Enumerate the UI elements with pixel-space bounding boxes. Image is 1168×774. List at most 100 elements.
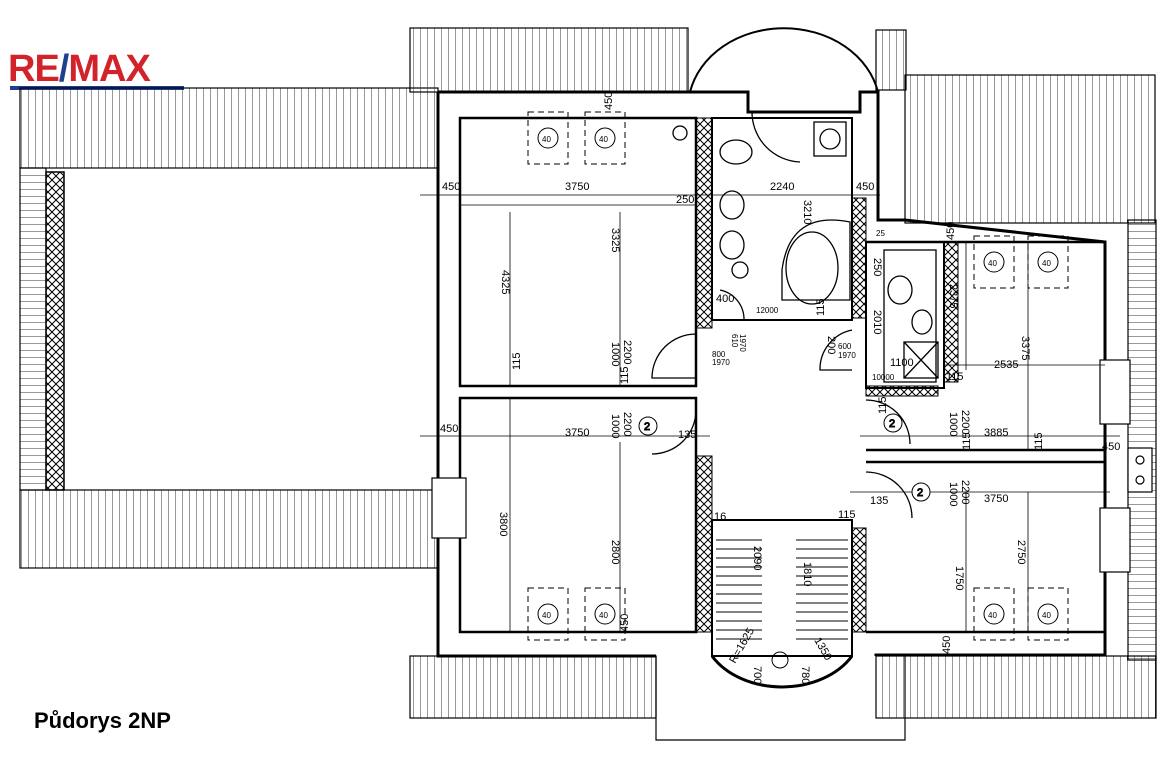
light-circle [594,127,616,149]
dim-right-bottom-height2: 2750 [1015,540,1027,564]
logo-re: RE [8,48,60,90]
dim-right-bottom-door-2200: 2200 [959,480,971,504]
door-marker-label: 2 [644,421,650,433]
dim-right-top-height: 3375 [1019,336,1031,360]
light-label: 40 [542,135,551,144]
dim-door-1970b: 1970 [838,351,856,360]
dim-wc-1100: 1100 [890,357,914,369]
dim-right-door-1000: 1000 [947,412,959,436]
windows [431,359,1153,573]
logo-slash: / [58,48,70,90]
dim-stair-1350: 1350 [811,636,834,663]
light-circle [983,603,1005,625]
dim-top-left-wall: 450 [442,181,460,193]
light-frame [973,235,1015,289]
dim-stair-700: 700 [751,666,763,684]
roof-right-side [1127,219,1157,661]
roof-bottom-middle [409,655,657,719]
light-frame [973,587,1015,641]
roof-top-middle [409,27,689,93]
dim-right-bottom-115: 115 [838,509,856,521]
roof-top-left [19,87,439,169]
roof-bottom-right [875,655,1157,719]
dim-bath-115: 115 [815,298,827,316]
light-frame [584,587,626,641]
dim-wc-450: 450 [945,222,957,240]
light-label: 40 [1042,611,1051,620]
light-label: 40 [1042,259,1051,268]
dim-top-door-1000: 1000 [609,342,621,366]
dim-bottom-left-450: 450 [619,614,631,632]
dim-bath-400: 400 [716,293,734,305]
dim-mid-left-wall: 450 [440,423,458,435]
plan-title: Půdorys 2NP [34,708,171,733]
dim-wc-2010: 2010 [871,310,883,334]
dim-door-200: 200 [825,336,837,354]
light-circle [537,603,559,625]
light-label: 40 [542,611,551,620]
roof-top-right [904,74,1156,224]
outer-walls [436,90,1107,658]
light-frame [1027,235,1069,289]
light-circle [1037,251,1059,273]
dim-window-offset: 250 [676,194,694,206]
dim-right-bottom-135: 135 [870,495,888,507]
door-marker-label: 2 [889,418,895,430]
left-wall-hatch [45,171,65,491]
dim-top-room-115: 115 [619,366,631,384]
dim-bath-12000: 12000 [756,306,779,315]
dim-door-610: 610 [730,334,739,348]
light-label: 40 [988,259,997,268]
dim-door-800: 800 [712,350,726,359]
dim-stair-16: 16 [714,511,726,523]
door-marker-label: 2 [917,487,923,499]
dim-right-top-115: 115 [877,396,889,414]
roof-left-side [19,167,47,491]
dim-bath-width: 2240 [770,181,794,193]
roof-bottom-left [19,489,439,569]
bay-bottom [710,655,854,689]
dim-right-bottom-width: 3750 [984,493,1008,505]
dimension-lines [420,194,1120,632]
dim-right-top-width: 2535 [994,359,1018,371]
light-frame [527,111,569,165]
light-frame [584,111,626,165]
dim-top-room-sill: 115 [511,352,523,370]
dim-mid-room-inner: 2800 [609,540,621,564]
dim-top-door-2200: 2200 [621,340,633,364]
roof-top-right-small [875,29,907,91]
dim-bath-depth: 3210 [801,200,813,224]
light-circle [983,251,1005,273]
dim-stair-r: R=1625 [727,626,757,666]
dim-stair-2090: 2090 [751,546,763,570]
dim-top-room-height-outer: 4325 [499,270,511,294]
staircase [711,519,853,669]
dim-wc-2375: 2375 [947,284,959,308]
dim-stair-1810: 1810 [801,562,813,586]
light-label: 40 [599,135,608,144]
dim-door-1970: 1970 [712,358,730,367]
light-circle [594,603,616,625]
dim-right-115: 115 [961,432,973,450]
bathroom-fixtures [672,111,939,383]
dim-right-bottom-door-1000: 1000 [947,482,959,506]
dim-top-room-height-inner: 3325 [609,228,621,252]
bay-top [689,27,879,93]
light-label: 40 [988,611,997,620]
dim-wc-10000: 10000 [872,373,895,382]
dim-wc-115: 115 [946,371,964,383]
dim-mid-door-2200: 2200 [621,412,633,436]
roof-areas [19,27,1157,719]
dim-wc-25: 25 [876,229,885,238]
dim-right-bottom-450: 450 [941,636,953,654]
dim-mid-135: 135 [678,429,696,441]
dim-top-450-vertical: 450 [603,92,615,110]
dim-mid-room-height: 3800 [497,512,509,536]
dim-mid-door-1000: 1000 [609,414,621,438]
dim-right-450: 450 [1102,441,1120,453]
light-circle [1037,603,1059,625]
dim-bath-right-wall: 450 [856,181,874,193]
dim-door-1970c: 1970 [738,334,747,352]
